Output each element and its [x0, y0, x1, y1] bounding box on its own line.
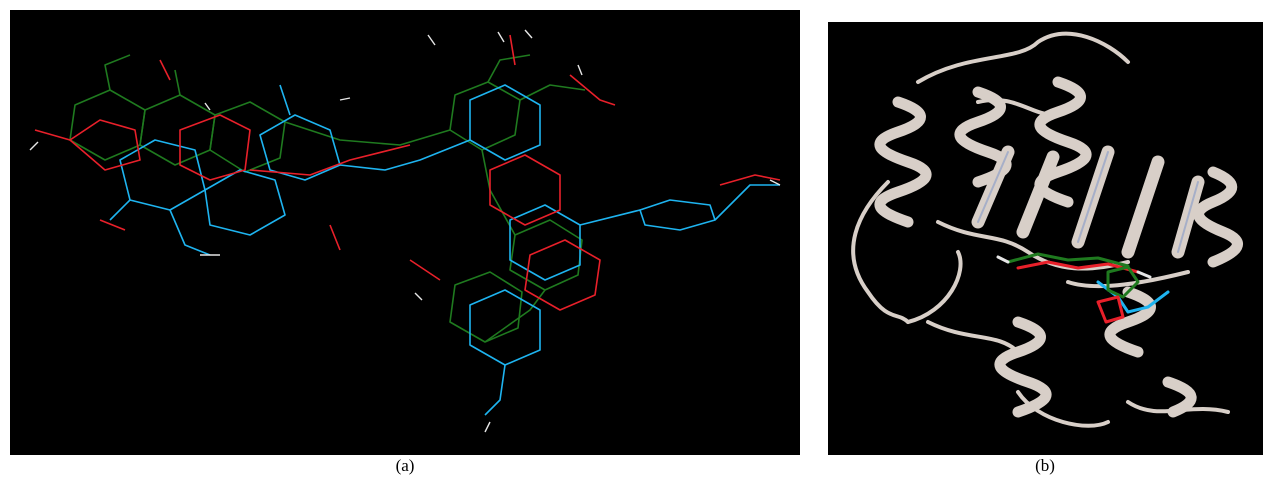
docked-ligand: [996, 252, 1170, 324]
molecule-overlay-panel: [10, 10, 800, 455]
blue-conformer: [109, 84, 780, 416]
caption-b: (b): [1035, 456, 1055, 475]
protein-ribbon-canvas: [851, 31, 1243, 428]
protein-ribbon-panel: [828, 22, 1263, 455]
hydrogen-bonds: [29, 29, 781, 433]
green-conformer: [69, 54, 586, 343]
caption-a: (a): [395, 456, 415, 475]
red-conformer: [34, 34, 781, 311]
ribbon-edge-shading: [977, 151, 1199, 253]
molecule-wireframe-canvas: [29, 29, 781, 433]
protein-loops: [851, 31, 1230, 428]
